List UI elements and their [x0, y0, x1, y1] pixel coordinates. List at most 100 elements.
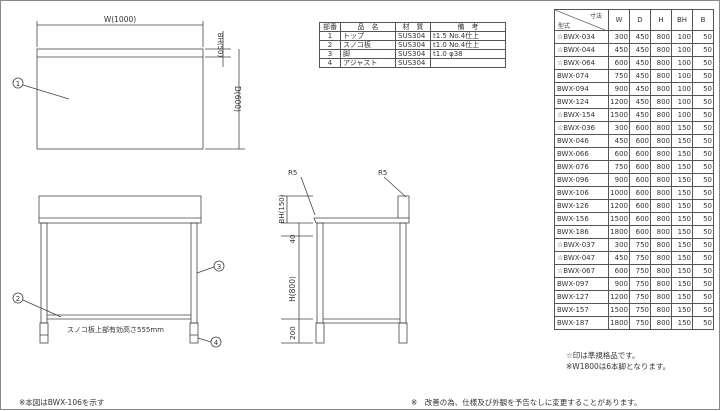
callout-1-circle — [12, 77, 24, 89]
side-top-profile — [313, 195, 410, 224]
model-name-cell: BWX-096 — [554, 173, 609, 187]
part-remarks: t1.5 No.4仕上 — [430, 31, 506, 41]
model-value-cell: 800 — [650, 316, 672, 330]
model-value-cell: 150 — [671, 303, 693, 317]
model-value-cell: 1800 — [608, 225, 630, 239]
model-name-cell: BWX-106 — [554, 186, 609, 200]
model-value-cell: 800 — [650, 134, 672, 148]
right-adjuster — [189, 322, 199, 344]
model-name-cell: ☆BWX-154 — [554, 108, 609, 122]
model-value-cell: 600 — [629, 121, 651, 135]
model-name-cell: BWX-074 — [554, 69, 609, 83]
model-value-cell: 750 — [608, 69, 630, 83]
model-value-cell: 50 — [692, 173, 714, 187]
model-value-cell: 750 — [629, 264, 651, 278]
model-name-cell: BWX-126 — [554, 199, 609, 213]
callout-2-number: 2 — [16, 295, 20, 303]
parts-header-no: 部番 — [319, 22, 341, 32]
model-value-cell: 800 — [650, 290, 672, 304]
model-name-cell: BWX-046 — [554, 134, 609, 148]
model-value-cell: 600 — [629, 173, 651, 187]
callout-1-number: 1 — [16, 80, 20, 88]
model-name-cell: ☆BWX-044 — [554, 43, 609, 57]
model-name-cell: BWX-157 — [554, 303, 609, 317]
model-value-cell: 50 — [692, 277, 714, 291]
model-value-cell: 50 — [692, 82, 714, 96]
model-value-cell: 750 — [629, 303, 651, 317]
model-value-cell: 900 — [608, 277, 630, 291]
model-value-cell: 50 — [692, 69, 714, 83]
model-value-cell: 300 — [608, 121, 630, 135]
model-value-cell: 150 — [671, 186, 693, 200]
model-value-cell: 50 — [692, 121, 714, 135]
model-value-cell: 50 — [692, 264, 714, 278]
model-value-cell: 50 — [692, 303, 714, 317]
part-name: アジャスト — [340, 58, 396, 68]
model-value-cell: 800 — [650, 56, 672, 70]
part-no: 1 — [319, 31, 341, 41]
model-value-cell: 450 — [629, 95, 651, 109]
model-value-cell: 50 — [692, 43, 714, 57]
model-value-cell: 50 — [692, 238, 714, 252]
model-value-cell: 450 — [608, 134, 630, 148]
model-value-cell: 150 — [671, 212, 693, 226]
model-value-cell: 50 — [692, 225, 714, 239]
front-top-slab — [38, 195, 202, 224]
model-value-cell: 100 — [671, 56, 693, 70]
model-value-cell: 300 — [608, 30, 630, 44]
model-value-cell: 600 — [608, 56, 630, 70]
model-value-cell: 800 — [650, 30, 672, 44]
parts-header-name: 品 名 — [340, 22, 396, 32]
model-value-cell: 750 — [608, 160, 630, 174]
model-value-cell: 900 — [608, 173, 630, 187]
left-leg — [40, 222, 48, 324]
model-value-cell: 450 — [629, 56, 651, 70]
part-name: 脚 — [340, 49, 396, 59]
side-left-adjuster — [315, 322, 325, 344]
model-value-cell: 50 — [692, 108, 714, 122]
model-value-cell: 150 — [671, 121, 693, 135]
model-name-cell: BWX-076 — [554, 160, 609, 174]
model-value-cell: 600 — [629, 147, 651, 161]
model-name-cell: ☆BWX-036 — [554, 121, 609, 135]
model-value-cell: 150 — [671, 134, 693, 148]
model-value-cell: 150 — [671, 147, 693, 161]
model-value-cell: 150 — [671, 199, 693, 213]
model-value-cell: 450 — [608, 43, 630, 57]
part-remarks: t1.0 φ38 — [430, 49, 506, 59]
model-value-cell: 450 — [629, 82, 651, 96]
model-name-cell: BWX-187 — [554, 316, 609, 330]
model-name-cell: BWX-094 — [554, 82, 609, 96]
model-value-cell: 50 — [692, 251, 714, 265]
model-value-cell: 600 — [629, 225, 651, 239]
model-value-cell: 800 — [650, 121, 672, 135]
part-name: トップ — [340, 31, 396, 41]
model-value-cell: 100 — [671, 69, 693, 83]
model-value-cell: 150 — [671, 238, 693, 252]
model-value-cell: 50 — [692, 95, 714, 109]
part-material: SUS304 — [395, 31, 431, 41]
front-view — [12, 195, 225, 348]
corner-diagonal: 寸法 型式 — [555, 10, 605, 30]
model-value-cell: 600 — [608, 147, 630, 161]
model-value-cell: 750 — [629, 290, 651, 304]
model-name-cell: BWX-124 — [554, 95, 609, 109]
model-value-cell: 450 — [629, 108, 651, 122]
corner-top-label: 寸法 — [590, 12, 602, 20]
model-value-cell: 800 — [650, 173, 672, 187]
parts-header-remarks: 備 考 — [430, 22, 506, 32]
model-value-cell: 1000 — [608, 186, 630, 200]
model-value-cell: 150 — [671, 251, 693, 265]
model-value-cell: 150 — [671, 173, 693, 187]
part-no: 4 — [319, 58, 341, 68]
